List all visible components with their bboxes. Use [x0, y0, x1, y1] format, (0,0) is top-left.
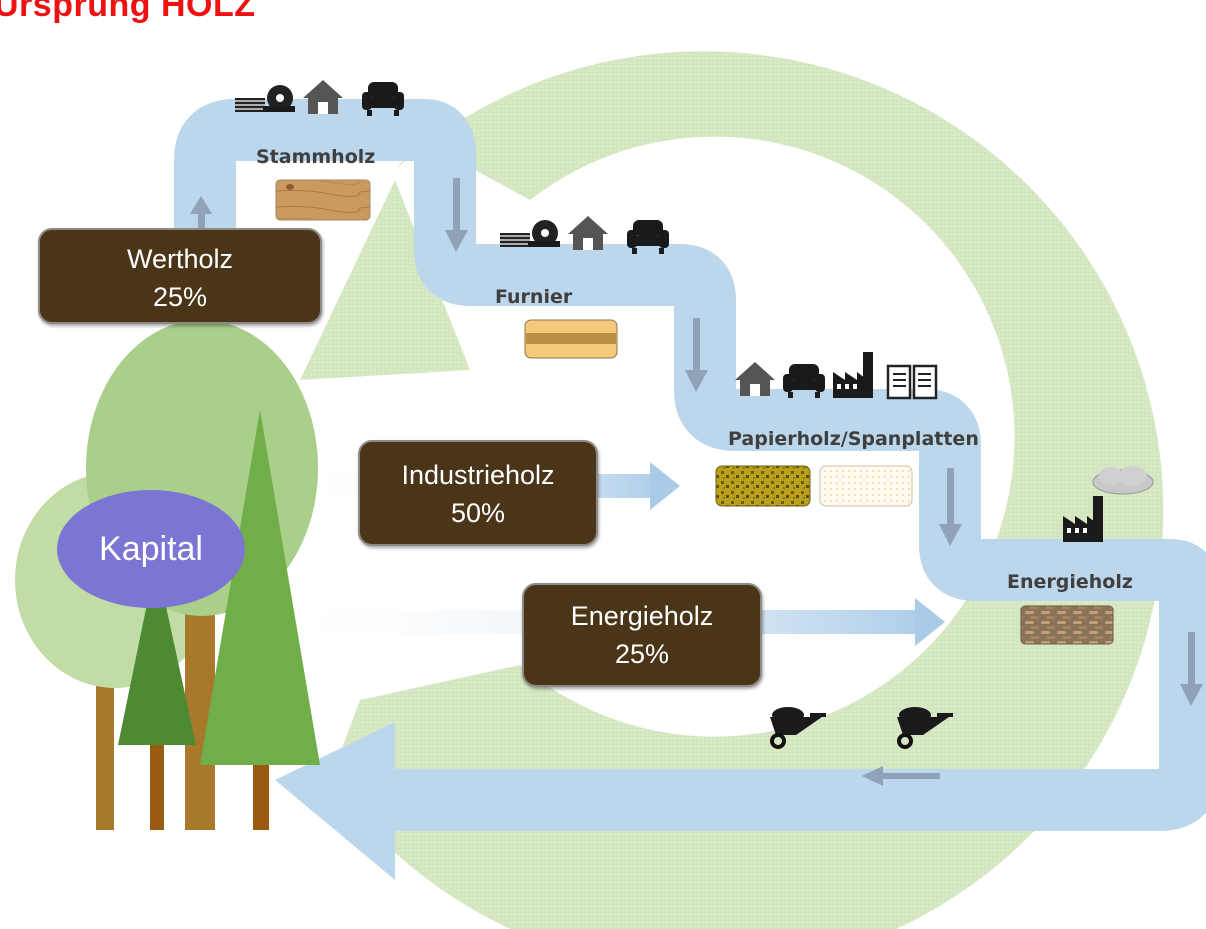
house-icon: [568, 216, 608, 250]
energieholz-name: Energieholz: [570, 601, 714, 631]
armchair-icon: [783, 364, 825, 398]
factory-icon: [1063, 496, 1103, 542]
energieholz-box: Energieholz 25%: [522, 583, 762, 687]
wertholz-box: Wertholz 25%: [38, 228, 322, 324]
recycle-ring: [330, 51, 1164, 929]
industrieholz-box: Industrieholz 50%: [358, 440, 598, 546]
stage-label-energieholz: Energieholz: [1007, 571, 1133, 593]
wheelbarrow-icon: [770, 707, 826, 749]
diagram-title: Ursprung HOLZ: [0, 0, 256, 24]
house-icon: [303, 80, 343, 114]
particleboard-swatch: [819, 465, 913, 507]
solid-wood-swatch: [275, 179, 371, 221]
armchair-icon: [362, 82, 404, 116]
wertholz-share: 25%: [152, 282, 208, 312]
stage-label-stammholz: Stammholz: [256, 146, 376, 168]
armchair-icon: [627, 220, 669, 254]
recycle-ring-arrowhead: [300, 180, 470, 380]
kapital-label: Kapital: [57, 490, 245, 608]
cascade-band: [174, 99, 1206, 770]
wheelbarrow-icon: [897, 707, 953, 749]
pellets-swatch: [1020, 605, 1114, 645]
stage-label-papierholz: Papierholz/Spanplatten: [728, 428, 979, 450]
energieholz-arrowhead: [915, 598, 945, 646]
sawmill-icon: [235, 85, 295, 112]
return-arrowhead: [275, 722, 395, 880]
flow-arrows: [190, 178, 1203, 786]
wood-chips-swatch: [715, 465, 811, 507]
wertholz-name: Wertholz: [126, 244, 234, 274]
icons: [235, 80, 1154, 749]
book-icon: [886, 364, 938, 400]
industrieholz-share: 50%: [450, 498, 506, 528]
industrieholz-arrowhead: [650, 462, 680, 510]
stage-label-furnier: Furnier: [495, 286, 573, 308]
smoke-cloud-icon: [1092, 466, 1154, 495]
return-band: [390, 767, 1206, 831]
industrieholz-name: Industrieholz: [401, 460, 555, 490]
veneer-swatch: [524, 319, 618, 359]
energieholz-share: 25%: [614, 639, 670, 669]
house-icon: [735, 362, 775, 396]
sawmill-icon: [500, 220, 560, 247]
factory-icon: [833, 352, 873, 398]
